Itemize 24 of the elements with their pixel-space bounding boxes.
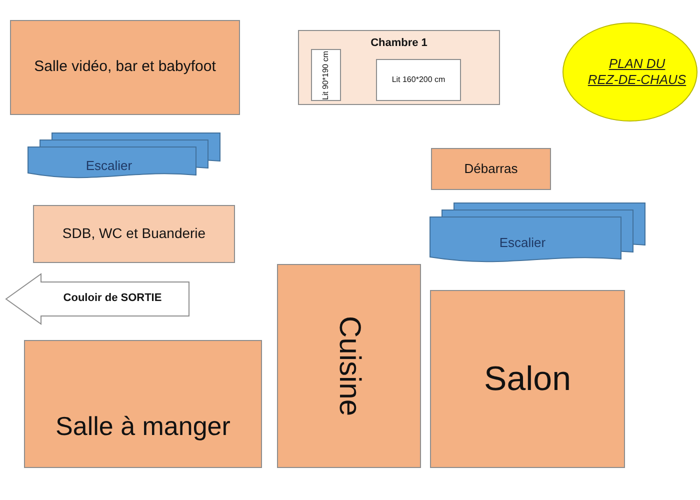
- room-title: Chambre 1: [370, 37, 428, 49]
- bedroom-box: [298, 30, 500, 105]
- room-box: [277, 264, 421, 468]
- room-label: Escalier: [86, 158, 132, 174]
- room-box: [24, 340, 262, 468]
- room-label: Lit 90*190 cm: [321, 50, 331, 100]
- room-label: Couloir de SORTIE: [63, 292, 162, 306]
- bed-box: [311, 49, 341, 101]
- room-box: [33, 205, 235, 263]
- title-ellipse: [562, 22, 698, 122]
- room-box: [430, 290, 625, 468]
- room-label: Débarras: [464, 160, 518, 178]
- room-label: Salle à manger: [56, 410, 230, 442]
- room-label: Lit 160*200 cm: [392, 75, 446, 85]
- bed-box: [376, 59, 461, 101]
- room-label: Escalier: [499, 234, 546, 252]
- room-label: Salon: [484, 358, 571, 400]
- corridor-block-shape: [5, 273, 190, 325]
- room-label: Cuisine: [332, 316, 367, 416]
- room-box: [10, 20, 240, 115]
- room-label: SDB, WC et Buanderie: [62, 225, 206, 243]
- room-label: Salle vidéo, bar et babyfoot: [34, 58, 216, 77]
- plan-title: PLAN DU REZ-DE-CHAUS: [586, 56, 688, 88]
- room-box: [431, 148, 551, 190]
